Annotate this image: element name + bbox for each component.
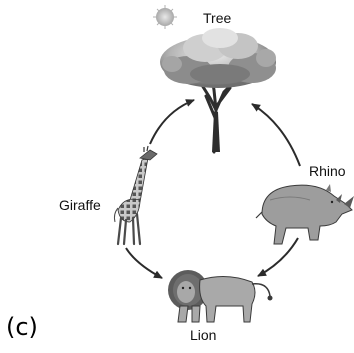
arrow-giraffe-to-tree <box>150 100 194 144</box>
sun-icon <box>153 5 177 29</box>
rhino-label: Rhino <box>309 163 346 179</box>
panel-label: (c) <box>6 313 38 341</box>
arrow-rhino-to-tree <box>252 104 300 166</box>
tree-label: Tree <box>203 10 231 26</box>
tree-icon <box>160 28 276 152</box>
giraffe-label: Giraffe <box>59 197 101 213</box>
giraffe-icon <box>114 146 157 244</box>
lion-icon <box>168 270 273 322</box>
arrow-giraffe-to-lion <box>126 248 162 278</box>
rhino-icon <box>256 184 354 244</box>
lion-label: Lion <box>190 327 216 343</box>
